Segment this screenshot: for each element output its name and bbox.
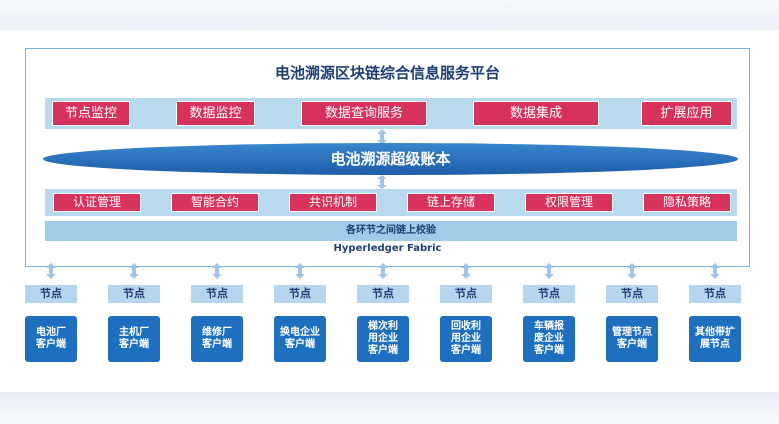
double-arrow-icon	[710, 263, 720, 279]
verification-label: 各环节之间链上校验	[346, 225, 436, 236]
contract-privacy: 隐私策略	[643, 193, 731, 212]
client-management-node: 管理节点 客户端	[606, 316, 658, 362]
client-battery-factory: 电池厂 客户端	[25, 316, 77, 362]
node-box: 节点	[440, 285, 492, 303]
client-echelon-use: 梯次利 用企业 客户端	[357, 316, 409, 362]
platform-title: 电池溯源区块链综合信息服务平台	[274, 64, 500, 82]
double-arrow-icon	[544, 263, 554, 279]
node-box: 节点	[606, 285, 658, 303]
contract-consensus: 共识机制	[289, 193, 377, 212]
double-arrow-icon	[378, 263, 388, 279]
top-band	[0, 0, 779, 30]
double-arrow-icon	[295, 263, 305, 279]
double-arrow-icon	[377, 129, 387, 145]
contract-permission: 权限管理	[525, 193, 613, 212]
module-node-monitor: 节点监控	[52, 101, 130, 126]
double-arrow-icon	[377, 175, 387, 189]
double-arrow-icon	[129, 263, 139, 279]
contract-storage: 链上存储	[407, 193, 495, 212]
module-data-monitor: 数据监控	[176, 101, 255, 126]
node-box: 节点	[523, 285, 575, 303]
double-arrow-icon	[46, 263, 56, 279]
double-arrow-icon	[461, 263, 471, 279]
framework-label: Hyperledger Fabric	[333, 243, 442, 254]
module-data-integration: 数据集成	[473, 101, 599, 126]
node-box: 节点	[274, 285, 326, 303]
client-battery-swap: 换电企业 客户端	[274, 316, 326, 362]
module-data-query: 数据查询服务	[301, 101, 427, 126]
double-arrow-icon	[627, 263, 637, 279]
module-extension: 扩展应用	[641, 101, 732, 126]
node-box: 节点	[689, 285, 741, 303]
ledger-ellipse	[43, 143, 738, 175]
client-recycling: 回收利 用企业 客户端	[440, 316, 492, 362]
node-box: 节点	[357, 285, 409, 303]
ledger-label: 电池溯源超级账本	[330, 150, 451, 168]
node-box: 节点	[108, 285, 160, 303]
client-vehicle-scrap: 车辆报 废企业 客户端	[523, 316, 575, 362]
node-box: 节点	[191, 285, 243, 303]
verification-strip	[45, 221, 737, 241]
bottom-band	[0, 392, 779, 424]
node-box: 节点	[25, 285, 77, 303]
contract-smart: 智能合约	[171, 193, 259, 212]
contracts-strip	[45, 189, 737, 216]
double-arrow-icon	[212, 263, 222, 279]
client-repair: 维修厂 客户端	[191, 316, 243, 362]
client-extension-node: 其他带扩 展节点	[689, 316, 741, 362]
contract-auth: 认证管理	[53, 193, 141, 212]
client-oem: 主机厂 客户端	[108, 316, 160, 362]
